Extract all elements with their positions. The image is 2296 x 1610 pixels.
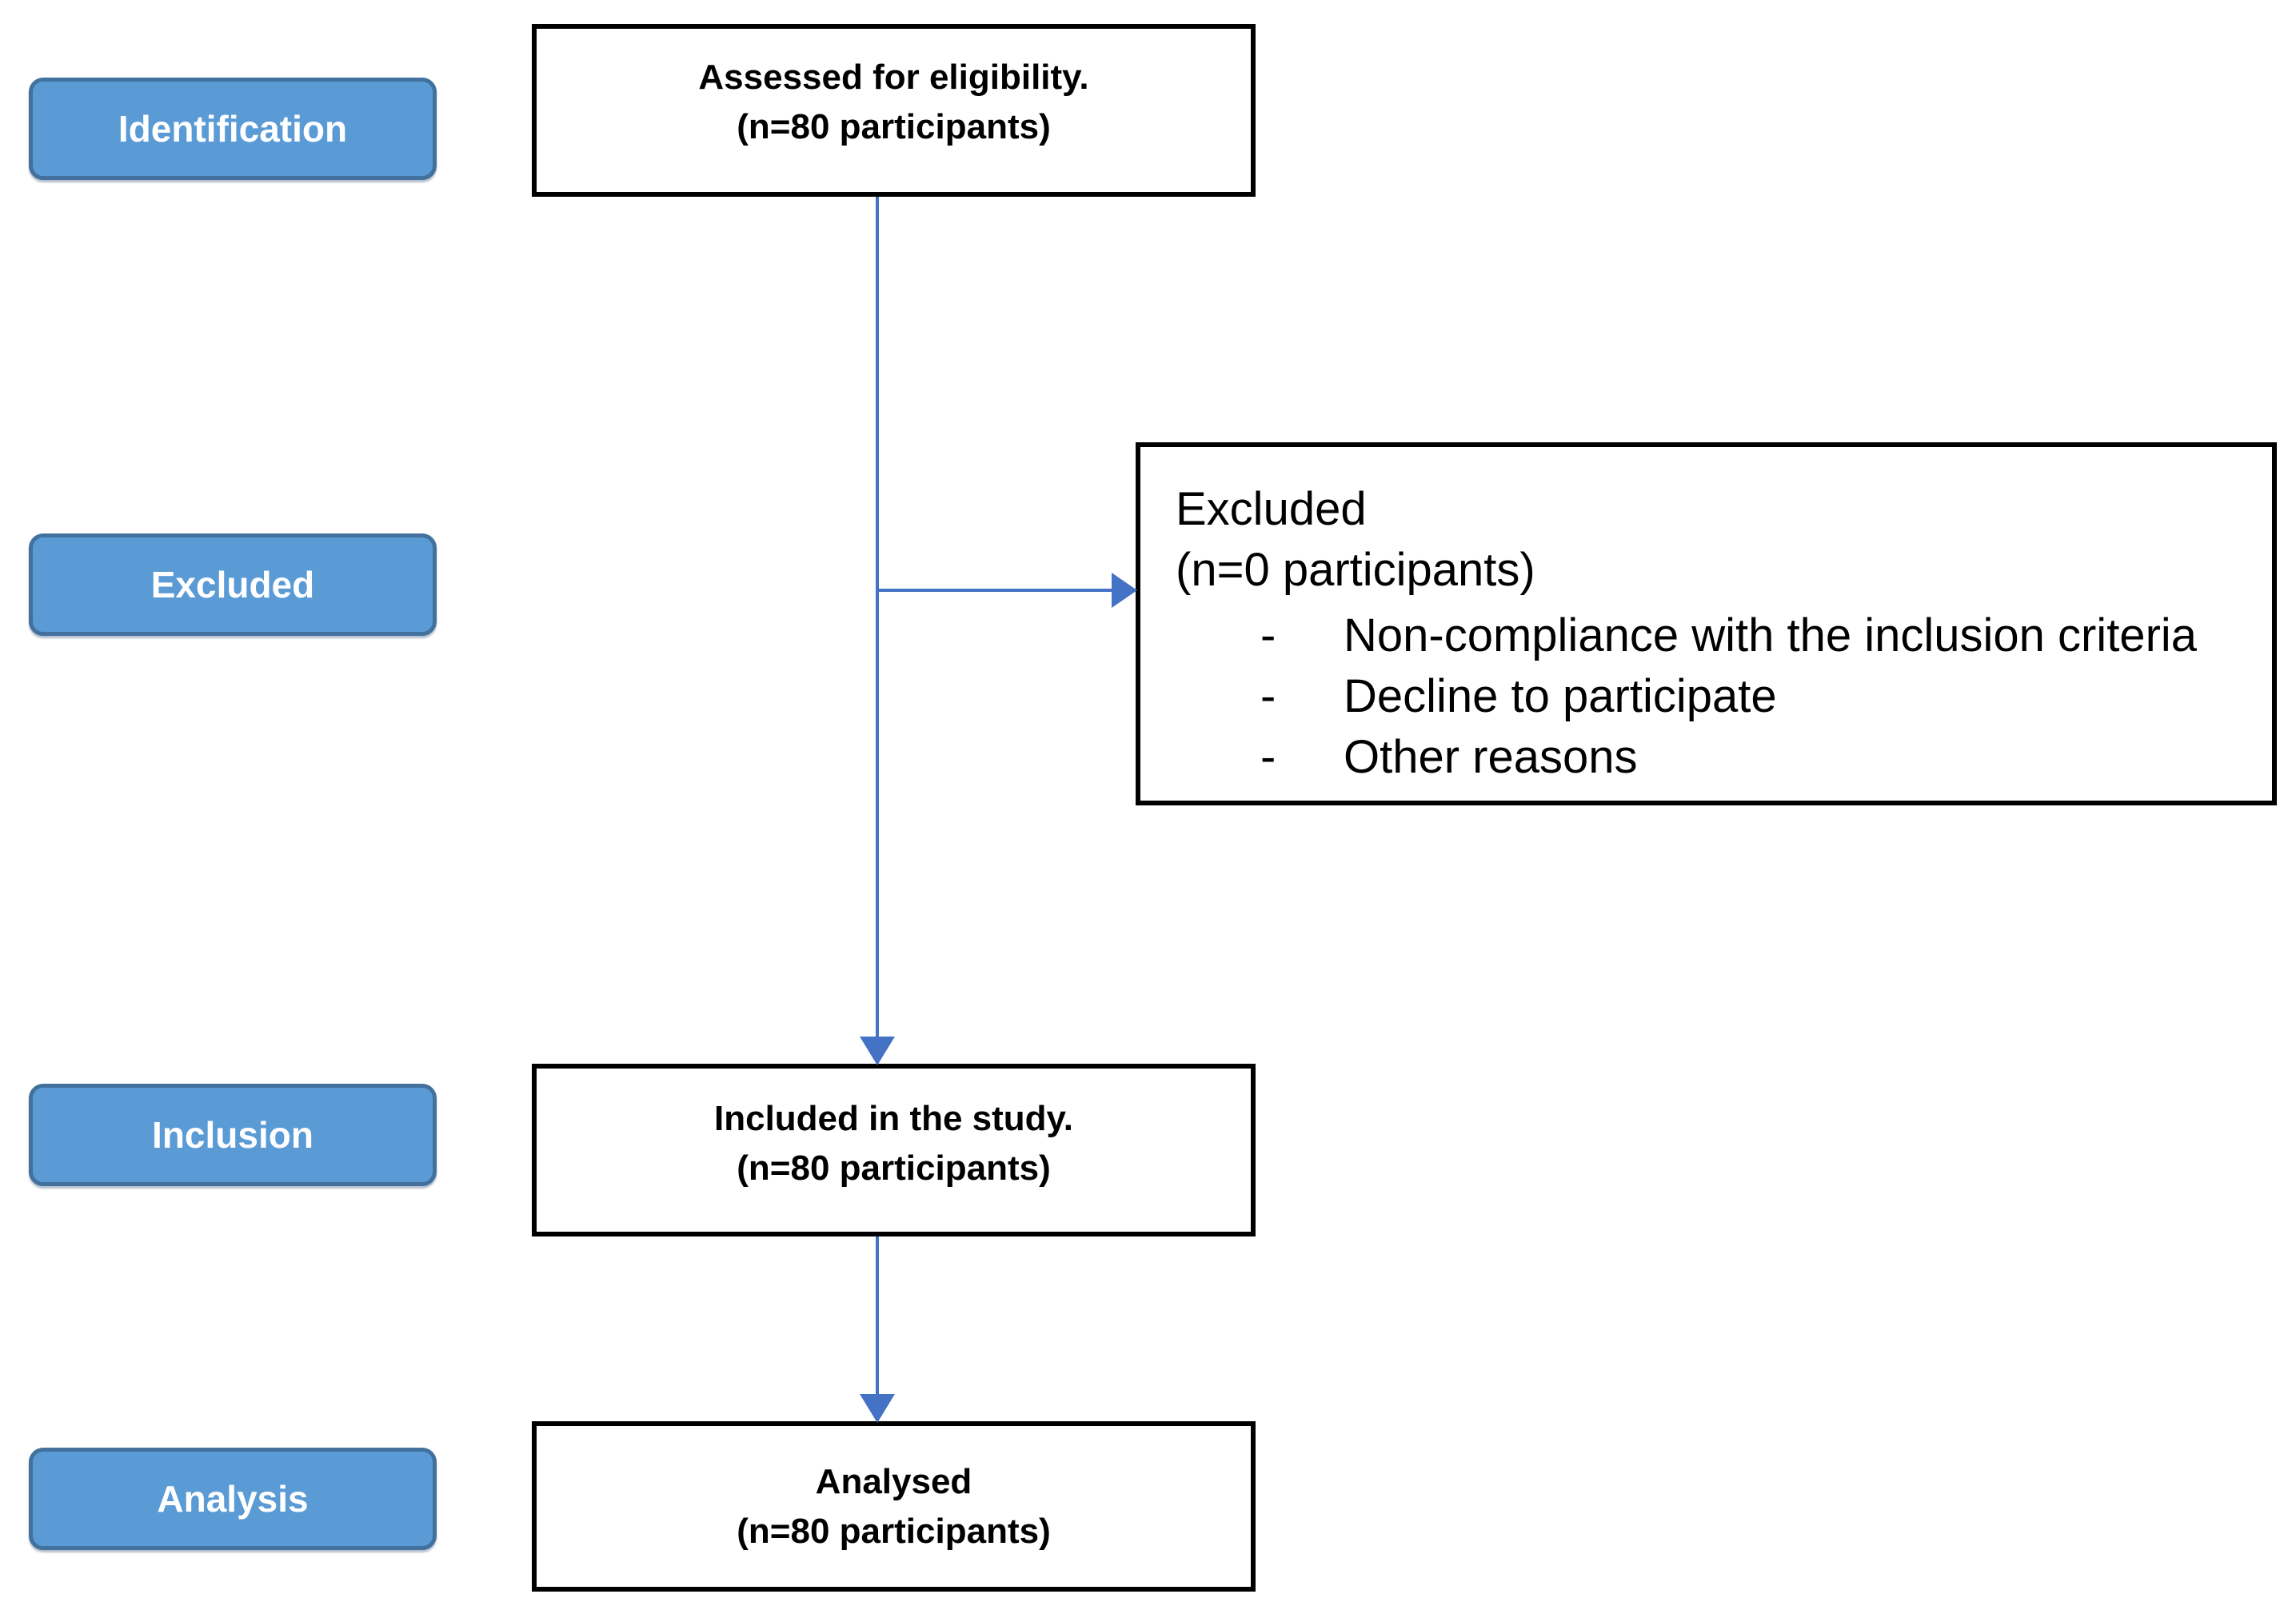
list-item: - Non-compliance with the inclusion crit…: [1176, 605, 2256, 666]
arrow-branch-to-excluded-line: [877, 589, 1112, 592]
analysed-box: Analysed (n=80 participants): [532, 1421, 1256, 1592]
list-item-dash: -: [1260, 731, 1276, 783]
assessed-for-eligibility-box: Assessed for eligibility. (n=80 particip…: [532, 24, 1256, 197]
included-box-line1: Included in the study.: [714, 1099, 1073, 1138]
stage-label-inclusion: Inclusion: [29, 1084, 437, 1186]
arrow-included-to-analysed-line: [876, 1236, 879, 1396]
list-item-dash: -: [1260, 670, 1276, 722]
analysed-box-line1: Analysed: [815, 1461, 972, 1501]
stage-label-excluded: Excluded: [29, 533, 437, 636]
list-item-text: Non-compliance with the inclusion criter…: [1344, 609, 2198, 661]
list-item: - Other reasons: [1176, 727, 2256, 788]
arrow-assessed-to-included-line: [876, 197, 879, 1038]
assessed-box-line1: Assessed for eligibility.: [698, 58, 1089, 97]
excluded-reasons-list: - Non-compliance with the inclusion crit…: [1176, 605, 2256, 788]
included-in-study-box: Included in the study. (n=80 participant…: [532, 1064, 1256, 1236]
list-item-dash: -: [1260, 609, 1276, 661]
included-box-line2: (n=80 participants): [737, 1149, 1051, 1188]
arrow-down-icon: [860, 1394, 895, 1423]
analysed-box-line2: (n=80 participants): [737, 1511, 1051, 1551]
arrow-down-icon: [860, 1037, 895, 1065]
stage-label-identification-text: Identification: [118, 108, 348, 150]
stage-label-inclusion-text: Inclusion: [152, 1114, 313, 1156]
excluded-box-title: Excluded: [1176, 483, 1367, 535]
list-item-text: Decline to participate: [1344, 670, 1777, 722]
assessed-box-line2: (n=80 participants): [737, 107, 1051, 146]
excluded-box-subtitle: (n=0 participants): [1176, 544, 1535, 596]
list-item: - Decline to participate: [1176, 666, 2256, 727]
stage-label-analysis: Analysis: [29, 1448, 437, 1550]
stage-label-analysis-text: Analysis: [157, 1478, 309, 1520]
list-item-text: Other reasons: [1344, 731, 1638, 783]
arrow-right-icon: [1112, 573, 1137, 608]
stage-label-identification: Identification: [29, 78, 437, 180]
excluded-reasons-box: Excluded (n=0 participants) - Non-compli…: [1136, 442, 2277, 805]
stage-label-excluded-text: Excluded: [150, 564, 315, 605]
